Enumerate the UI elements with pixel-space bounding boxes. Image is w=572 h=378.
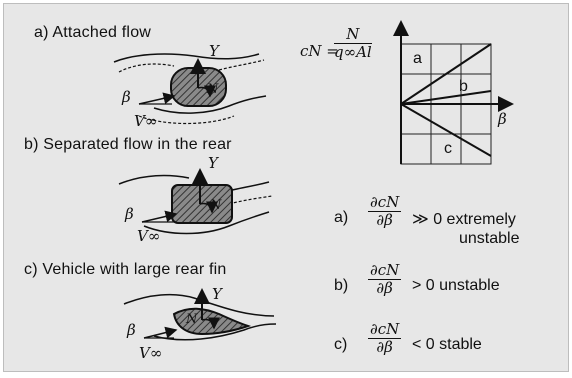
criterion-b-numerator: ∂cN bbox=[368, 261, 402, 280]
criterion-a-note: unstable bbox=[459, 230, 520, 247]
case-b-label: b) Separated flow in the rear bbox=[24, 136, 232, 153]
criterion-b-relation: > 0 unstable bbox=[412, 277, 500, 294]
formula-denominator: q∞Al bbox=[334, 43, 372, 61]
formula-fraction: N q∞Al bbox=[334, 26, 372, 61]
criterion-c-prefix: c) bbox=[334, 336, 348, 353]
vehicle-b-sketch bbox=[118, 168, 273, 235]
figure-panel: a) Attached flow b) Separated flow in th… bbox=[3, 3, 569, 372]
criterion-a-prefix: a) bbox=[334, 209, 349, 226]
vehicle-c-n-label: N bbox=[186, 312, 198, 327]
cn-beta-graph bbox=[393, 20, 514, 165]
line-b-label: b bbox=[459, 78, 468, 95]
x-axis-beta-label: β bbox=[498, 110, 507, 128]
line-c-label: c bbox=[444, 140, 452, 157]
vehicle-a-beta-label: β bbox=[122, 88, 131, 106]
criterion-b-prefix: b) bbox=[334, 277, 349, 294]
vehicle-a-n-label: N bbox=[207, 82, 219, 97]
formula-numerator: N bbox=[334, 26, 372, 44]
criterion-a-relation: ≫ 0 extremely bbox=[412, 211, 516, 228]
criterion-b-derivative: ∂cN ∂β bbox=[368, 261, 402, 297]
case-c-label: c) Vehicle with large rear fin bbox=[24, 261, 227, 278]
line-c bbox=[400, 103, 492, 157]
vehicle-a-sketch bbox=[113, 53, 267, 125]
vehicle-b-vinf-label: V∞ bbox=[137, 227, 161, 245]
vehicle-b-n-label: N bbox=[210, 198, 222, 213]
vehicle-a-vinf-label: V∞ bbox=[134, 112, 158, 130]
criterion-c-relation: < 0 stable bbox=[412, 336, 482, 353]
vehicle-b-beta-label: β bbox=[125, 205, 134, 223]
vehicle-c-sketch bbox=[123, 288, 277, 341]
criterion-a-numerator: ∂cN bbox=[368, 193, 402, 212]
vehicle-c-y-label: Y bbox=[212, 285, 222, 303]
criterion-b-denominator: ∂β bbox=[376, 279, 393, 297]
line-b bbox=[400, 90, 492, 105]
criterion-a-denominator: ∂β bbox=[376, 211, 393, 229]
vehicle-a-y-label: Y bbox=[209, 42, 219, 60]
vehicle-b-y-label: Y bbox=[208, 154, 218, 172]
diagram-drawing bbox=[113, 20, 514, 341]
formula-lhs: cN = bbox=[300, 42, 339, 60]
vehicle-c-beta-label: β bbox=[127, 321, 136, 339]
criterion-a-derivative: ∂cN ∂β bbox=[368, 193, 402, 229]
criterion-c-numerator: ∂cN bbox=[368, 320, 402, 339]
case-a-label: a) Attached flow bbox=[34, 24, 152, 41]
criterion-c-denominator: ∂β bbox=[376, 338, 393, 356]
line-a-label: a bbox=[413, 50, 422, 67]
vehicle-c-vinf-label: V∞ bbox=[139, 344, 163, 362]
line-a bbox=[400, 43, 492, 105]
criterion-c-derivative: ∂cN ∂β bbox=[368, 320, 402, 356]
